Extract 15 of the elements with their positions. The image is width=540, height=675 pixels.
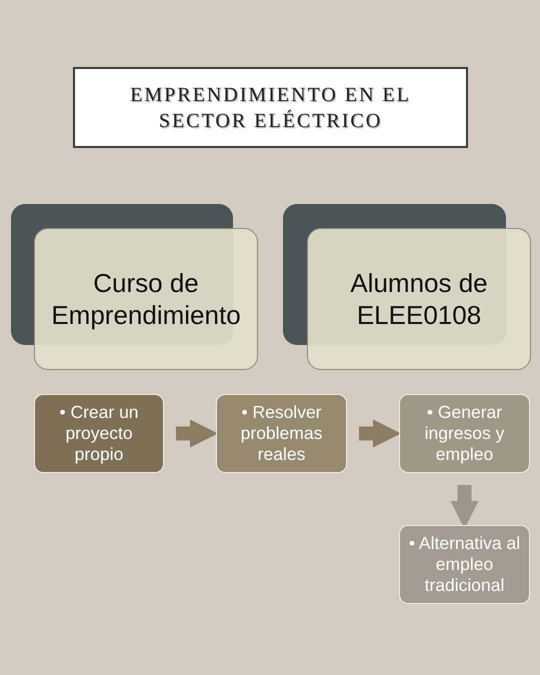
process-box bbox=[399, 394, 530, 473]
process-box bbox=[216, 394, 347, 473]
step-text: • Alternativa al empleo tradicional bbox=[408, 533, 522, 596]
step-text: • Generar ingresos y empleo bbox=[424, 402, 506, 465]
rounded-card bbox=[307, 228, 531, 370]
step-text: • Resolver problemas reales bbox=[240, 402, 324, 465]
process-box bbox=[399, 525, 530, 604]
card-text: Curso de Emprendimiento bbox=[50, 266, 242, 332]
block-arrow bbox=[176, 420, 218, 448]
process-box bbox=[34, 394, 164, 473]
step-text: • Crear un proyecto propio bbox=[58, 402, 140, 465]
title: EMPRENDIMIENTO EN EL SECTOR ELÉCTRICO bbox=[129, 82, 412, 134]
rounded-card bbox=[34, 228, 258, 370]
block-arrow bbox=[359, 420, 401, 448]
card-text: Alumnos de ELEE0108 bbox=[349, 266, 489, 332]
